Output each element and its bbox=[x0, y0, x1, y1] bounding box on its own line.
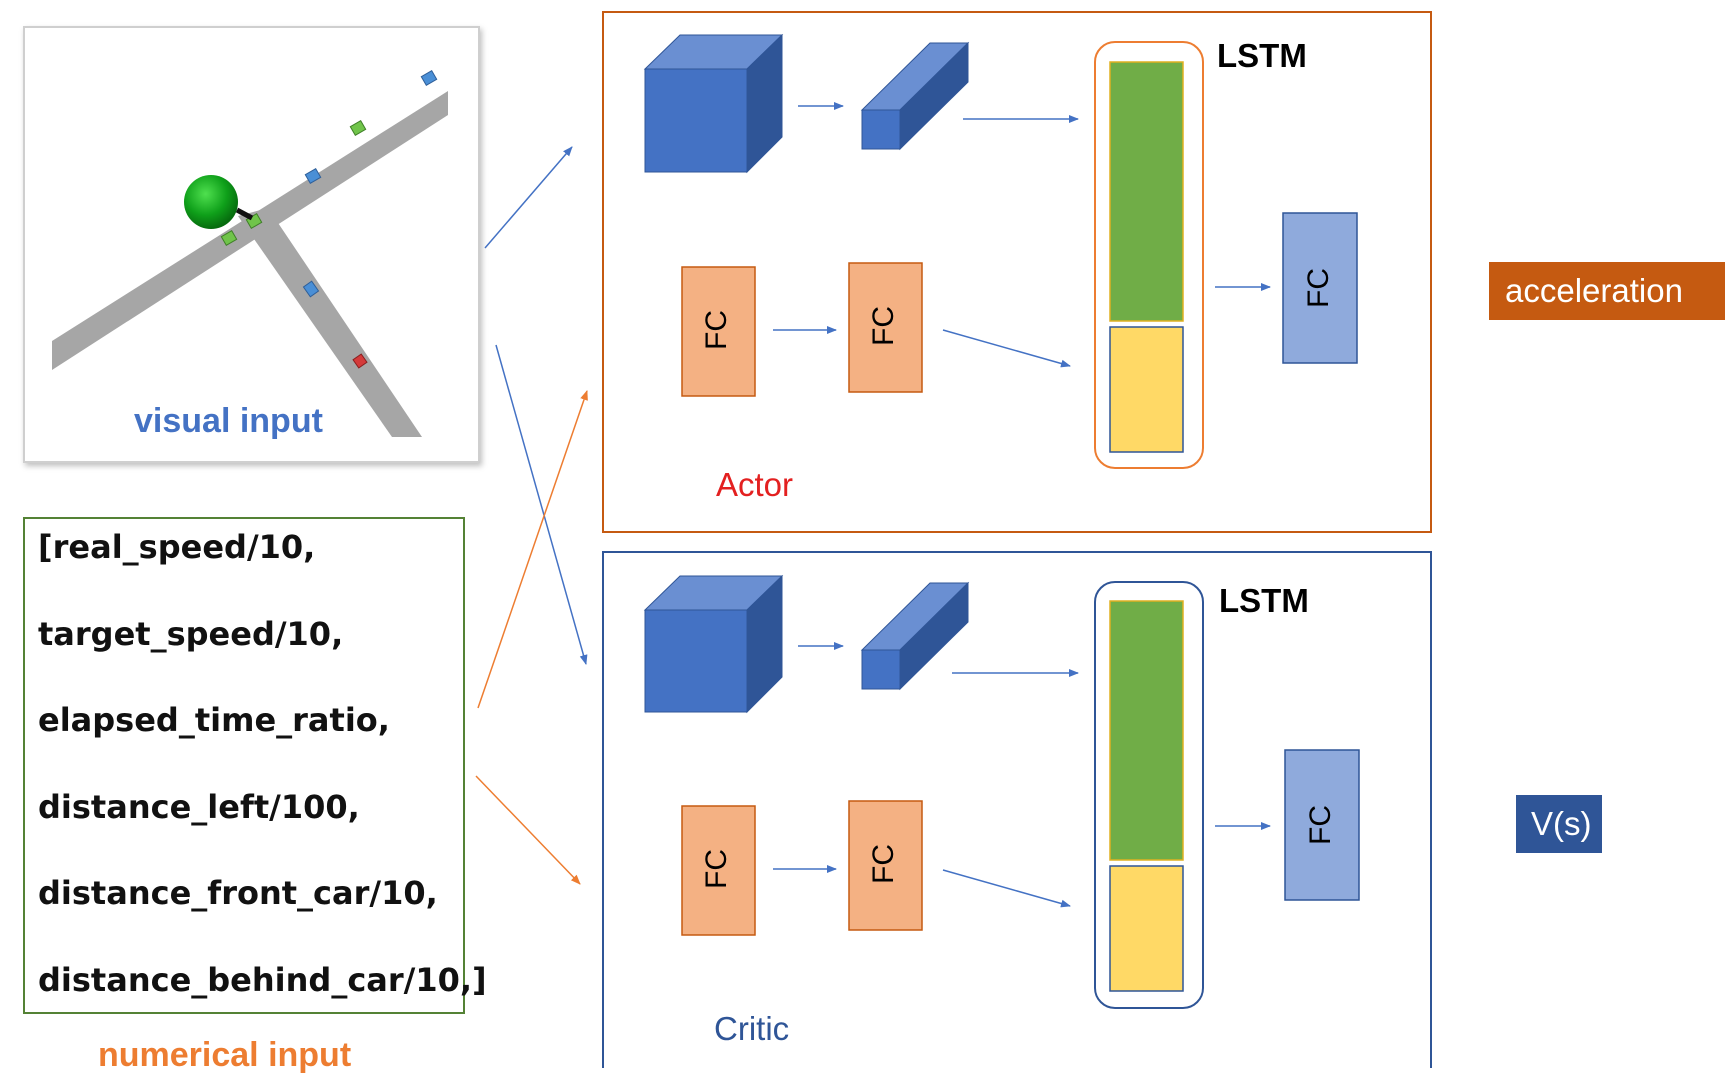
numerical-line: distance_front_car/10, bbox=[38, 874, 438, 912]
critic-lstm-yellow bbox=[1109, 865, 1184, 992]
actor-title: Actor bbox=[716, 466, 794, 503]
critic-panel bbox=[602, 551, 1432, 1068]
actor-conv-cube-1 bbox=[643, 33, 784, 174]
car-icon bbox=[352, 353, 368, 369]
arrow-visual-to-actor bbox=[484, 146, 573, 249]
actor-border bbox=[602, 11, 1432, 533]
critic-fc-label-2: FC bbox=[867, 844, 900, 884]
numerical-line: distance_behind_car/10,] bbox=[38, 961, 487, 999]
arrow bbox=[942, 869, 1071, 908]
tree-trunk bbox=[235, 207, 254, 221]
numerical-input-box bbox=[23, 517, 465, 1014]
branch-road bbox=[238, 208, 422, 437]
actor-panel bbox=[602, 11, 1432, 533]
numerical-line: [real_speed/10, bbox=[38, 528, 316, 566]
numerical-line: target_speed/10, bbox=[38, 615, 344, 653]
actor-fc-label-3: FC bbox=[1302, 268, 1335, 308]
critic-fc-label-3: FC bbox=[1304, 805, 1337, 845]
actor-fc-output-block bbox=[1282, 212, 1358, 364]
acceleration-output-box bbox=[1489, 262, 1725, 320]
actor-fc-label-2: FC bbox=[867, 306, 900, 346]
value-output-box bbox=[1516, 795, 1602, 853]
arrow bbox=[942, 329, 1071, 368]
numerical-input-label: numerical input bbox=[98, 1036, 352, 1074]
car-icon bbox=[220, 229, 238, 247]
critic-fc-label-1: FC bbox=[700, 849, 733, 889]
car-icon bbox=[304, 167, 322, 185]
critic-conv-cube-2 bbox=[860, 581, 970, 691]
critic-lstm-green bbox=[1109, 600, 1184, 861]
actor-conv-cube-2 bbox=[860, 41, 970, 151]
actor-fc-block-1 bbox=[681, 266, 756, 397]
acceleration-output-label: acceleration bbox=[1505, 272, 1683, 309]
visual-input-label: visual input bbox=[134, 402, 323, 440]
critic-lstm-container bbox=[1094, 581, 1204, 1009]
critic-fc-output-block bbox=[1284, 749, 1360, 901]
car-icon bbox=[302, 280, 320, 298]
critic-lstm-label: LSTM bbox=[1219, 582, 1309, 619]
actor-fc-label-1: FC bbox=[700, 310, 733, 350]
actor-lstm-green bbox=[1109, 61, 1184, 322]
critic-fc-block-1 bbox=[681, 805, 756, 936]
actor-fc-block-2 bbox=[848, 262, 923, 393]
arrow-numerical-to-actor bbox=[477, 390, 588, 709]
value-output-label: V(s) bbox=[1531, 805, 1592, 842]
arrow-visual-to-critic bbox=[495, 344, 588, 665]
critic-border bbox=[602, 551, 1432, 1068]
actor-lstm-label: LSTM bbox=[1217, 37, 1307, 74]
actor-lstm-yellow bbox=[1109, 326, 1184, 453]
numerical-line: elapsed_time_ratio, bbox=[38, 701, 390, 739]
car-icon bbox=[349, 119, 367, 137]
critic-fc-block-2 bbox=[848, 800, 923, 931]
visual-input-panel bbox=[23, 26, 480, 463]
numerical-line: distance_left/100, bbox=[38, 788, 360, 826]
arrow-numerical-to-critic bbox=[475, 775, 581, 885]
car-icon bbox=[420, 69, 438, 87]
critic-conv-cube-1 bbox=[643, 574, 784, 714]
actor-lstm-container bbox=[1094, 41, 1204, 469]
tree-icon bbox=[184, 175, 238, 229]
critic-title: Critic bbox=[714, 1010, 790, 1047]
